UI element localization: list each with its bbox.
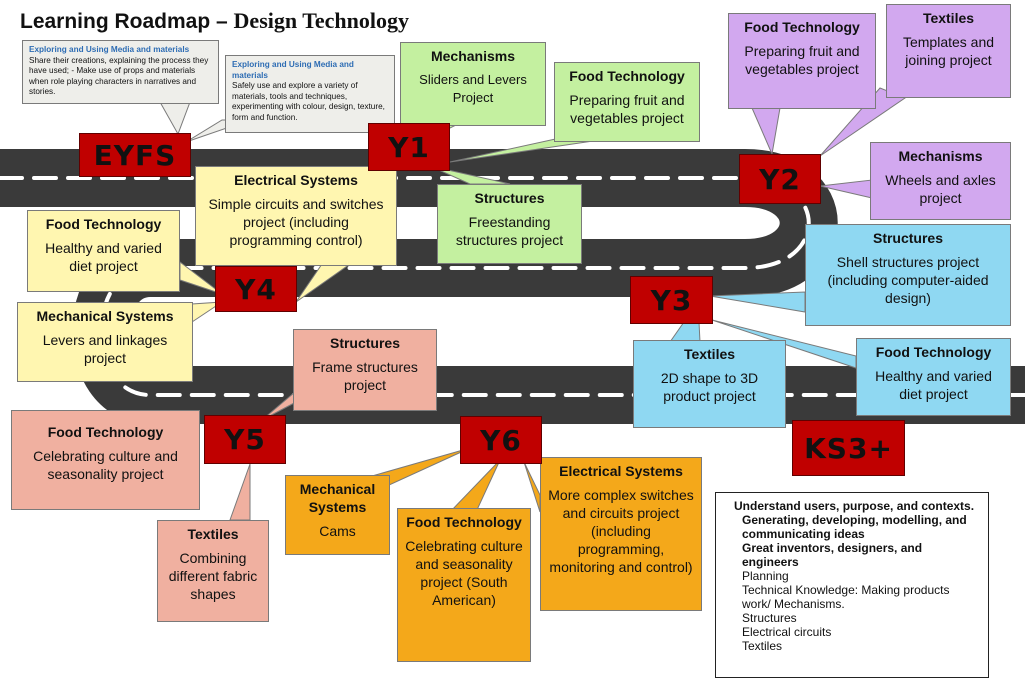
y3-structures-box: Structures Shell structures project (inc…	[805, 224, 1011, 326]
year-marker-y3: Y3	[630, 276, 713, 324]
y5-structures-heading: Structures	[329, 335, 401, 351]
y3-structures-body: Shell structures project (including comp…	[827, 254, 989, 306]
eyfs-note-2-text: Safely use and explore a variety of mate…	[232, 81, 385, 122]
eyfs-note-1-heading: Exploring and Using Media and materials	[29, 45, 190, 54]
year-marker-y5: Y5	[204, 415, 286, 464]
y6-mechanical-heading: Mechanical Systems	[299, 481, 376, 515]
y5-structures-box: Structures Frame structures project	[293, 329, 437, 411]
year-marker-y2: Y2	[739, 154, 821, 204]
pointer-y2-food	[751, 107, 781, 156]
page-title-part2: Design Technology	[233, 8, 409, 33]
y6-food-body: Celebrating culture and seasonality proj…	[405, 538, 523, 608]
y1-structures-heading: Structures	[474, 190, 545, 206]
y6-mechanical-box: Mechanical Systems Cams	[285, 475, 390, 555]
legend-item: Electrical circuits	[742, 625, 832, 639]
y4-food-heading: Food Technology	[45, 216, 162, 232]
y2-mechanisms-box: Mechanisms Wheels and axles project	[870, 142, 1011, 220]
skills-legend: Understand users, purpose, and contexts.…	[715, 492, 989, 678]
eyfs-note-1-text: Share their creations, explaining the pr…	[29, 55, 209, 97]
y1-mechanisms-box: Mechanisms Sliders and Levers Project	[400, 42, 546, 126]
y1-structures-body: Freestanding structures project	[455, 214, 564, 248]
y3-food-box: Food Technology Healthy and varied diet …	[856, 338, 1011, 416]
legend-item: Textiles	[742, 639, 783, 653]
y5-food-body: Celebrating culture and seasonality proj…	[33, 448, 178, 482]
y1-mechanisms-body: Sliders and Levers Project	[419, 72, 527, 105]
pointer-y6-elec	[523, 461, 541, 513]
y2-textiles-heading: Textiles	[922, 10, 975, 26]
y5-textiles-body: Combining different fabric shapes	[168, 550, 258, 602]
pointer-y3-struct	[709, 291, 806, 313]
legend-item: Great inventors, designers, and engineer…	[742, 541, 923, 569]
y5-structures-body: Frame structures project	[312, 359, 418, 393]
y1-mechanisms-heading: Mechanisms	[430, 48, 516, 64]
y6-mechanical-body: Cams	[319, 523, 356, 539]
y6-food-box: Food Technology Celebrating culture and …	[397, 508, 531, 662]
y6-electrical-box: Electrical Systems More complex switches…	[540, 457, 702, 611]
legend-item: Generating, developing, modelling, and c…	[742, 513, 967, 541]
y2-mechanisms-body: Wheels and axles project	[885, 172, 996, 206]
year-marker-y1: Y1	[368, 123, 450, 171]
page-title: Learning Roadmap – Design Technology	[20, 8, 409, 34]
y2-food-heading: Food Technology	[744, 19, 860, 35]
y2-textiles-box: Textiles Templates and joining project	[886, 4, 1011, 98]
pointer-y6-food	[448, 459, 501, 513]
y2-food-box: Food Technology Preparing fruit and vege…	[728, 13, 876, 109]
y4-food-body: Healthy and varied diet project	[45, 240, 162, 274]
y3-food-heading: Food Technology	[875, 344, 992, 360]
pointer-y4-food	[179, 260, 223, 295]
y3-textiles-box: Textiles 2D shape to 3D product project	[633, 340, 786, 428]
y2-mechanisms-heading: Mechanisms	[898, 148, 983, 164]
y6-food-heading: Food Technology	[406, 514, 522, 530]
y6-electrical-heading: Electrical Systems	[559, 463, 683, 479]
y4-mechanical-heading: Mechanical Systems	[36, 308, 174, 324]
y3-structures-heading: Structures	[872, 230, 944, 246]
y5-food-heading: Food Technology	[47, 424, 164, 440]
legend-item: Understand users, purpose, and contexts.	[734, 499, 975, 513]
y4-mechanical-box: Mechanical Systems Levers and linkages p…	[17, 302, 193, 382]
legend-item: Planning	[742, 569, 789, 583]
y5-textiles-box: Textiles Combining different fabric shap…	[157, 520, 269, 622]
eyfs-note-1: Exploring and Using Media and materials …	[22, 40, 219, 104]
y4-electrical-heading: Electrical Systems	[234, 172, 358, 188]
y3-textiles-heading: Textiles	[683, 346, 736, 362]
y2-textiles-body: Templates and joining project	[902, 34, 995, 68]
year-marker-ks3: KS3+	[792, 420, 905, 476]
legend-item: Structures	[742, 611, 797, 625]
year-marker-y6: Y6	[460, 416, 542, 464]
y4-food-box: Food Technology Healthy and varied diet …	[27, 210, 180, 292]
y4-electrical-box: Electrical Systems Simple circuits and s…	[195, 166, 397, 266]
year-marker-y4: Y4	[215, 266, 297, 312]
pointer-eyfs-1	[159, 101, 191, 136]
y5-textiles-heading: Textiles	[187, 526, 239, 542]
page-title-part1: Learning Roadmap –	[20, 10, 234, 33]
y3-food-body: Healthy and varied diet project	[875, 368, 992, 402]
y3-textiles-body: 2D shape to 3D product project	[660, 370, 759, 404]
y5-food-box: Food Technology Celebrating culture and …	[11, 410, 200, 510]
pointer-y5-tex	[229, 463, 251, 521]
y4-mechanical-body: Levers and linkages project	[42, 332, 168, 366]
y1-food-box: Food Technology Preparing fruit and vege…	[554, 62, 700, 142]
year-marker-eyfs: EYFS	[79, 133, 191, 177]
y6-electrical-body: More complex switches and circuits proje…	[548, 487, 694, 575]
y1-food-heading: Food Technology	[569, 68, 685, 84]
y1-structures-box: Structures Freestanding structures proje…	[437, 184, 582, 264]
y1-food-body: Preparing fruit and vegetables project	[569, 92, 685, 126]
y2-food-body: Preparing fruit and vegetables project	[744, 43, 860, 77]
y4-electrical-body: Simple circuits and switches project (in…	[208, 196, 384, 248]
eyfs-note-2-heading: Exploring and Using Media and materials	[232, 60, 354, 80]
legend-item: Technical Knowledge: Making products wor…	[742, 583, 950, 611]
